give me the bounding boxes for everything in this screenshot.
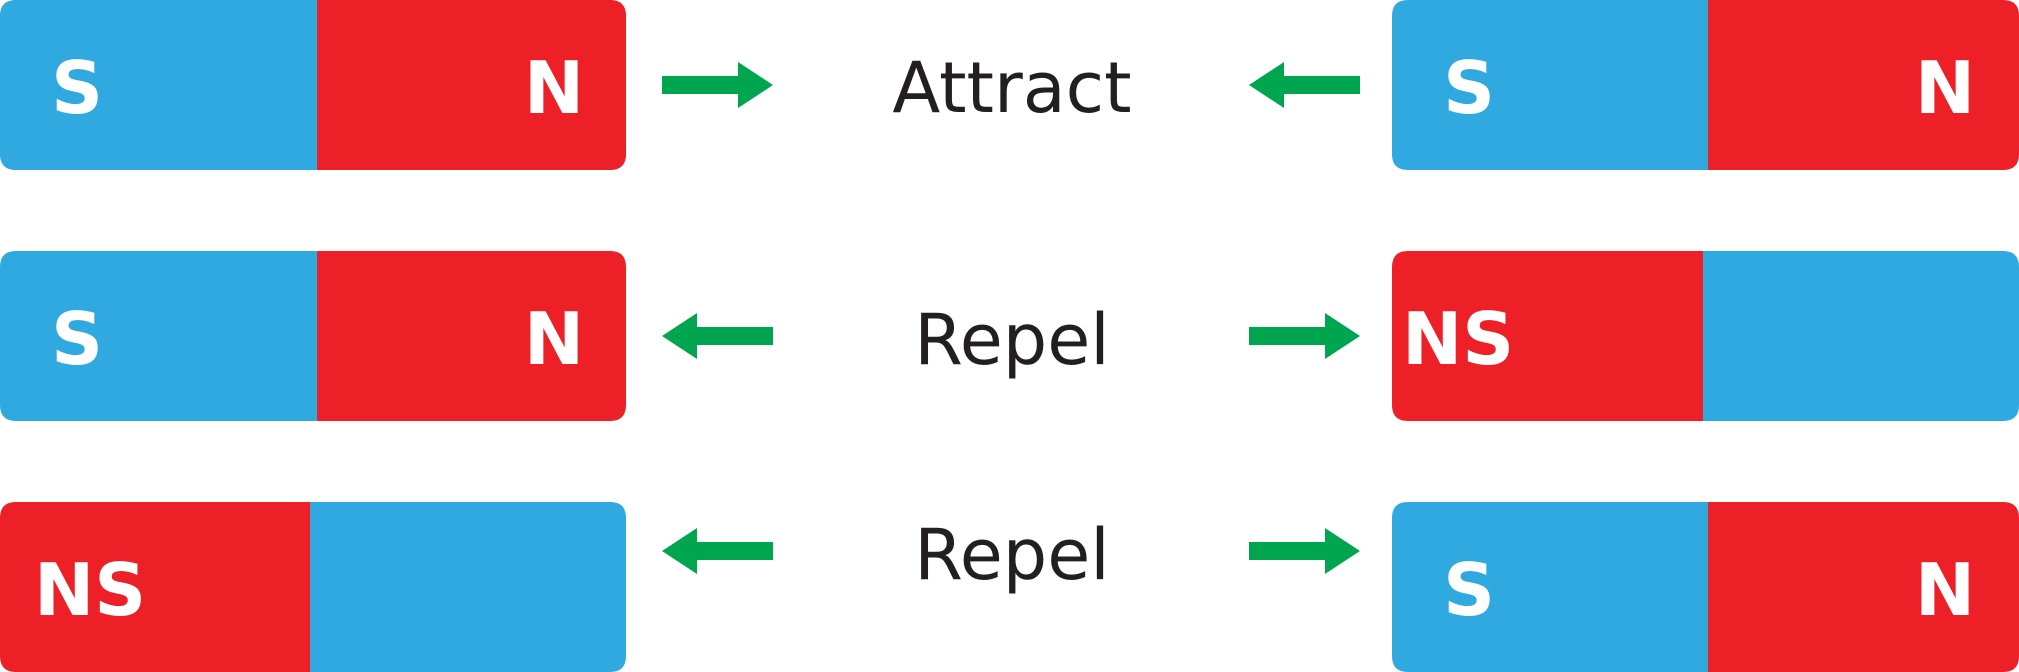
south-half [1392,502,1708,672]
arrow-left-icon [1249,62,1360,108]
row-label: Repel [914,299,1110,381]
left-magnet: NS [0,502,626,672]
north-half [1708,0,2019,170]
right-magnet: S N [1392,502,2019,672]
pole-label-s: S [51,297,103,381]
pole-label-n: N [1915,548,1975,632]
pole-label-n: N [524,46,584,130]
pole-label-ns: NS [34,548,146,632]
left-magnet: S N [0,251,626,421]
pole-label-n: N [524,297,584,381]
north-half [1392,251,1703,421]
north-half [317,0,626,170]
south-half [0,251,317,421]
north-half [1708,502,2019,672]
arrow-right-icon [1249,313,1360,359]
arrow-right-icon [1249,528,1360,574]
south-half [1703,251,2019,421]
row-label: Attract [892,47,1131,129]
row-attract: S N Attract S N [0,0,2019,170]
north-half [0,502,310,672]
south-half [0,0,317,170]
pole-label-n: N [1915,46,1975,130]
pole-label-ns: NS [1402,297,1514,381]
south-half [310,502,626,672]
right-magnet: S N [1392,0,2019,170]
south-half [1392,0,1708,170]
row-repel-2: NS Repel S N [0,502,2019,672]
arrow-left-icon [662,528,773,574]
pole-label-s: S [51,46,103,130]
left-magnet: S N [0,0,626,170]
north-half [317,251,626,421]
arrow-left-icon [662,313,773,359]
right-magnet: NS [1392,251,2019,421]
pole-label-s: S [1443,548,1495,632]
row-label: Repel [914,514,1110,596]
row-repel-1: S N Repel NS [0,251,2019,421]
arrow-right-icon [662,62,773,108]
pole-label-s: S [1443,46,1495,130]
